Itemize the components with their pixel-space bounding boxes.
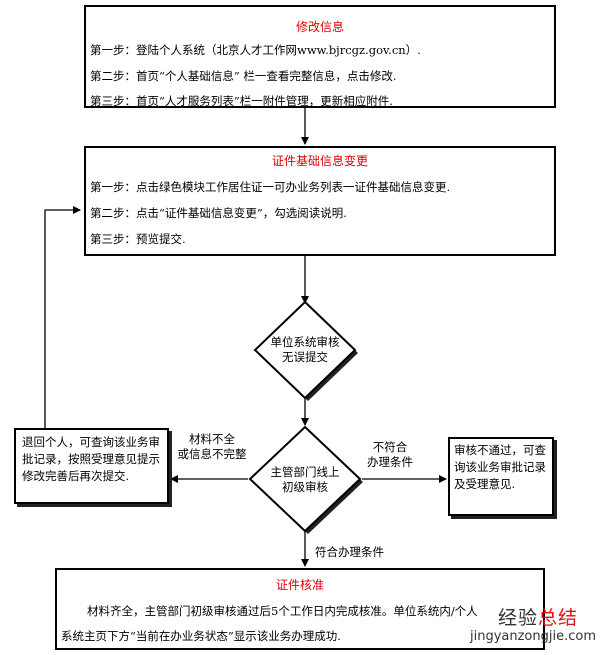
watermark-logo: 经验总结 <box>498 603 578 630</box>
diamond-1 <box>253 300 357 400</box>
watermark-cn-b: 总结 <box>537 607 578 629</box>
watermark-cn-a: 经验 <box>497 607 538 629</box>
step-box-cert-change: 证件基础信息变更 第一步：点击绿色模块工作居住证一可办业务列表一证件基础信息变更… <box>84 146 556 256</box>
diamond-1-text: 单位系统审核 无误提交 <box>255 335 355 365</box>
diamond-2 <box>248 425 362 533</box>
returned-text: 退回个人，可查询该业务审批记录，按照受理意见提示修改完善后再次提交. <box>22 435 160 483</box>
step-box-modify-info: 修改信息 第一步：登陆个人系统（北京人才工作网www.bjrcgz.gov.cn… <box>84 5 556 108</box>
rejected-text: 审核不通过，可查询该业务审批记录及受理意见. <box>454 443 546 491</box>
step-box-cert-approval: 证件核准 材料齐全，主管部门初级审核通过后5个工作日内完成核准。单位系统内/个人… <box>55 568 545 650</box>
diamond-1-line1: 单位系统审核 <box>270 335 340 349</box>
cert-step-3: 第三步：预览提交. <box>90 232 186 246</box>
label-not-qualified-line2: 办理条件 <box>367 455 413 469</box>
cert-step-2: 第二步：点击“证件基础信息变更”，勾选阅读说明. <box>90 206 347 220</box>
modify-step-3: 第三步：首页“人才服务列表”栏一附件管理，更新相应附件. <box>90 94 393 108</box>
rejected-box: 审核不通过，可查询该业务审批记录及受理意见. <box>448 437 554 516</box>
label-qualified: 符合办理条件 <box>315 545 384 559</box>
cert-step-1: 第一步：点击绿色模块工作居住证一可办业务列表一证件基础信息变更. <box>90 180 451 194</box>
label-incomplete-line1: 材料不全 <box>189 432 235 446</box>
label-not-qualified-line1: 不符合 <box>372 440 408 454</box>
label-incomplete: 材料不全 或信息不完整 <box>172 432 252 462</box>
diamond-2-text: 主管部门线上 初级审核 <box>250 465 360 495</box>
cert-approval-title: 证件核准 <box>275 578 324 592</box>
label-not-qualified: 不符合 办理条件 <box>360 440 420 470</box>
diamond-2-line2: 初级审核 <box>282 480 328 494</box>
approval-line-1: 材料齐全，主管部门初级审核通过后5个工作日内完成核准。单位系统内/个人 <box>87 604 478 618</box>
modify-step-2: 第二步：首页“个人基础信息” 栏一查看完整信息，点击修改. <box>90 69 397 83</box>
modify-step-1: 第一步：登陆个人系统（北京人才工作网www.bjrcgz.gov.cn）. <box>90 43 421 57</box>
diamond-2-line1: 主管部门线上 <box>270 465 340 479</box>
cert-change-title: 证件基础信息变更 <box>271 154 368 168</box>
diamond-1-line2: 无误提交 <box>282 350 328 364</box>
modify-info-title: 修改信息 <box>295 20 344 34</box>
returned-box: 退回个人，可查询该业务审批记录，按照受理意见提示修改完善后再次提交. <box>14 428 169 504</box>
approval-line-2: 系统主页下方“当前在办业务状态”显示该业务办理成功. <box>61 629 341 643</box>
label-incomplete-line2: 或信息不完整 <box>177 447 247 461</box>
watermark-url: jingyanzongjie.com <box>469 629 596 644</box>
arrow-left-loop <box>44 206 81 428</box>
